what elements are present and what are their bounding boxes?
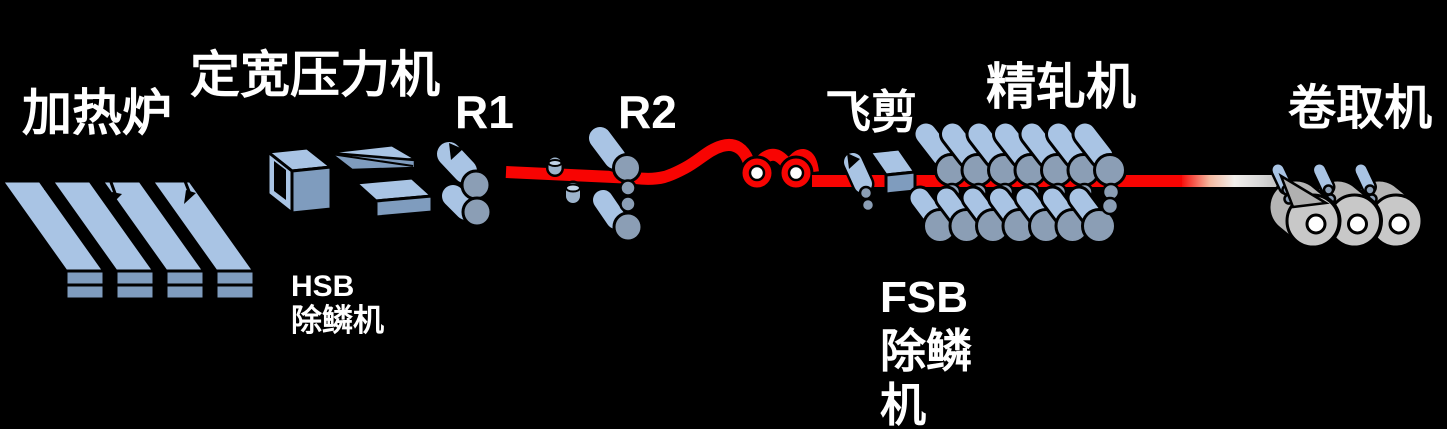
label-sizing-press: 定宽压力机 [190, 47, 440, 103]
r2-stand [586, 124, 644, 243]
shear-rotation-arrow [847, 153, 860, 169]
r1-stand [428, 139, 493, 228]
flying-shear [841, 150, 876, 213]
sizing-press [264, 143, 436, 219]
coil-box [739, 155, 814, 191]
label-flying-shear: 飞剪 [825, 86, 917, 138]
down-coilers [1278, 170, 1422, 247]
strip-entry-flap [1278, 173, 1330, 209]
label-coiler: 卷取机 [1288, 82, 1432, 135]
label-finishing-mill: 精轧机 [986, 59, 1136, 115]
label-fsb-line2: 除鳞 [880, 325, 972, 377]
slab-direction-arrows [38, 163, 196, 206]
label-r1: R1 [455, 86, 514, 138]
label-heating-furnace: 加热炉 [22, 85, 172, 141]
label-hsb-line1: HSB [291, 270, 354, 303]
labels: 加热炉 定宽压力机 HSB 除鳞机 R1 R2 飞剪 FSB 除鳞 机 精轧机 … [21, 46, 1433, 429]
vertical-edger-rolls [546, 155, 583, 206]
label-hsb-line2: 除鳞机 [291, 303, 384, 338]
label-fsb-line3: 机 [880, 379, 926, 429]
label-fsb-line1: FSB [880, 273, 968, 322]
press-housing [264, 146, 335, 217]
press-die-wedge [325, 143, 421, 172]
press-slab [352, 176, 436, 219]
heating-furnace [0, 163, 256, 301]
label-r2: R2 [618, 86, 677, 138]
roll-rotation-arrow [449, 143, 463, 160]
